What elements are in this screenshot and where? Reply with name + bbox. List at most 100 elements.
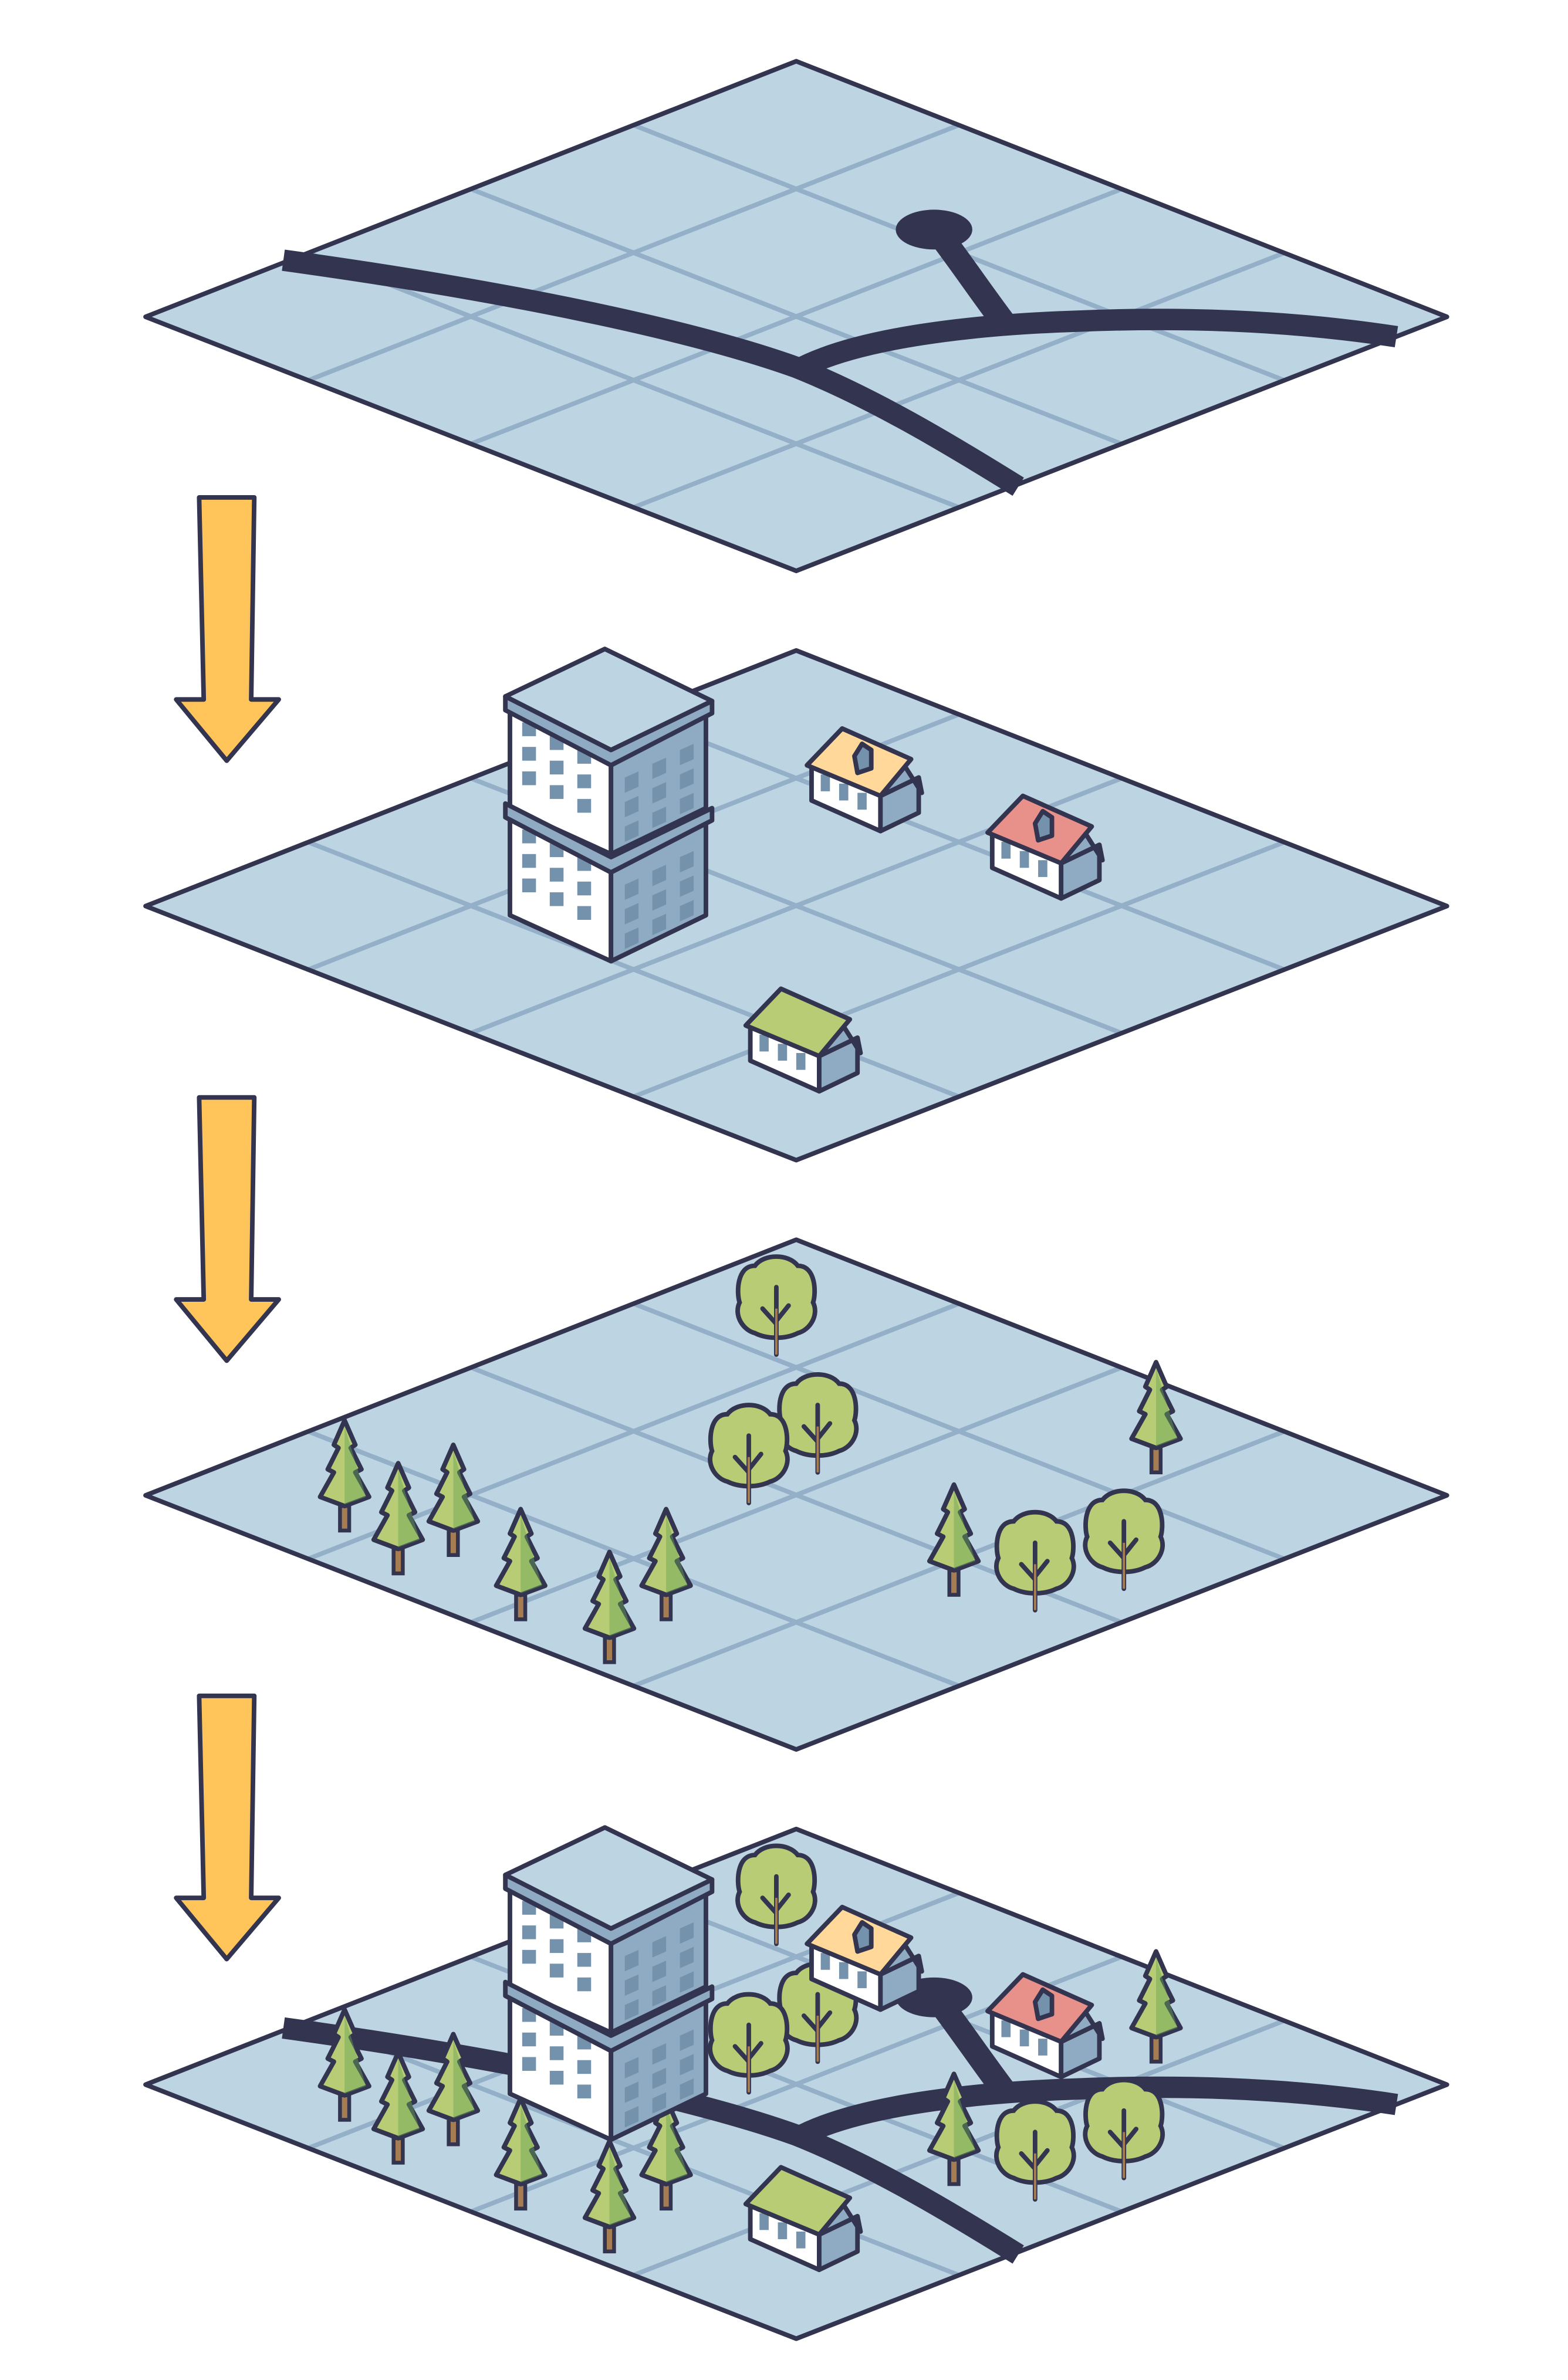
pine-tree bbox=[371, 1461, 425, 1576]
cul-de-sac-end bbox=[895, 209, 972, 250]
window bbox=[652, 865, 667, 886]
tree-trunk bbox=[447, 2118, 460, 2147]
pine-tree bbox=[927, 1482, 981, 1597]
window bbox=[549, 760, 564, 775]
tree-trunk bbox=[603, 2225, 616, 2254]
window bbox=[680, 1971, 694, 1993]
window bbox=[577, 2084, 592, 2098]
pine-tree bbox=[1129, 1949, 1183, 2064]
down-arrow-icon bbox=[174, 495, 281, 763]
tree-trunk bbox=[391, 2136, 405, 2165]
house-yellow-roof bbox=[805, 1904, 924, 2012]
pine-foliage bbox=[317, 2007, 371, 2098]
layer-border bbox=[143, 648, 1449, 1163]
pine-foliage bbox=[494, 1506, 548, 1597]
dormer-window bbox=[1032, 808, 1055, 843]
window bbox=[522, 747, 536, 761]
deciduous-tree bbox=[994, 2099, 1076, 2202]
window bbox=[652, 2043, 667, 2065]
tree-trunk bbox=[1149, 1445, 1163, 1475]
pine-shade bbox=[1155, 1957, 1178, 2036]
window bbox=[522, 854, 536, 868]
house-roof bbox=[743, 2165, 853, 2237]
map-layer-vegetation-layer bbox=[143, 1237, 1449, 1752]
pine-shade bbox=[521, 2104, 542, 2183]
grid-line bbox=[633, 712, 1285, 972]
window bbox=[652, 757, 667, 779]
window bbox=[549, 2046, 564, 2060]
window bbox=[839, 1962, 849, 1979]
office-building bbox=[503, 1825, 715, 2142]
window bbox=[624, 1949, 639, 1972]
window bbox=[549, 1963, 564, 1978]
window bbox=[680, 1922, 694, 1944]
window bbox=[624, 878, 639, 900]
window bbox=[522, 1949, 536, 1964]
window bbox=[624, 771, 639, 793]
pine-tree bbox=[494, 2096, 548, 2211]
branch-road bbox=[791, 309, 1398, 380]
pine-shade bbox=[954, 1491, 976, 1569]
pine-tree bbox=[582, 2139, 637, 2254]
window bbox=[577, 881, 592, 896]
deciduous-tree bbox=[708, 1992, 790, 2095]
pine-shade bbox=[344, 1426, 366, 1505]
window bbox=[549, 892, 564, 906]
window bbox=[577, 1953, 592, 1967]
cul-de-sac-road bbox=[932, 1998, 1013, 2097]
tree-trunk bbox=[391, 1547, 405, 1576]
tree-trunk bbox=[660, 2182, 673, 2211]
window bbox=[680, 743, 694, 766]
window bbox=[624, 2081, 639, 2103]
house-green-roof bbox=[743, 986, 863, 1094]
window bbox=[652, 806, 667, 828]
road-network bbox=[282, 209, 1398, 496]
pine-shade bbox=[398, 1469, 420, 1548]
pine-foliage bbox=[426, 2032, 481, 2122]
down-arrow-icon bbox=[174, 1693, 281, 1962]
tree-trunk bbox=[338, 1504, 352, 1533]
window bbox=[624, 903, 639, 925]
pine-foliage bbox=[639, 2096, 693, 2186]
window bbox=[577, 1977, 592, 1992]
floor-ledge bbox=[503, 1979, 715, 2053]
window bbox=[577, 798, 592, 813]
house-red-roof bbox=[985, 793, 1105, 901]
deciduous-tree bbox=[776, 1372, 859, 1475]
house-red-roof bbox=[985, 1972, 1105, 2080]
pine-foliage bbox=[371, 1461, 425, 1552]
pine-foliage bbox=[371, 2050, 425, 2141]
office-building bbox=[503, 646, 715, 964]
pine-tree bbox=[494, 1506, 548, 1621]
pine-shade bbox=[609, 2147, 631, 2226]
pine-tree bbox=[317, 2007, 371, 2122]
window bbox=[652, 889, 667, 911]
tree-trunk bbox=[338, 2093, 352, 2122]
window bbox=[680, 2029, 694, 2051]
dormer-window bbox=[1032, 1987, 1055, 2022]
house-green-roof bbox=[743, 2165, 863, 2273]
pine-tree bbox=[426, 1442, 481, 1558]
window bbox=[857, 1971, 867, 1989]
pine-foliage bbox=[582, 1549, 637, 1640]
pine-shade bbox=[666, 2104, 688, 2183]
pine-foliage bbox=[317, 1418, 371, 1509]
window bbox=[549, 2070, 564, 2085]
window bbox=[624, 1974, 639, 1996]
window bbox=[549, 1939, 564, 1954]
pine-shade bbox=[453, 1451, 475, 1529]
window bbox=[1019, 2029, 1029, 2047]
tree-trunk bbox=[660, 1593, 673, 1621]
deciduous-tree bbox=[1083, 2077, 1165, 2181]
tree-trunk bbox=[447, 1528, 460, 1558]
window bbox=[778, 1044, 788, 1061]
tree-trunk bbox=[514, 2182, 528, 2211]
pine-foliage bbox=[639, 1506, 693, 1597]
window bbox=[680, 875, 694, 897]
window bbox=[522, 1925, 536, 1939]
grid-line bbox=[633, 250, 1285, 510]
window bbox=[549, 868, 564, 882]
deciduous-tree bbox=[1083, 1488, 1165, 1592]
window bbox=[1038, 2039, 1047, 2056]
window bbox=[857, 793, 867, 810]
